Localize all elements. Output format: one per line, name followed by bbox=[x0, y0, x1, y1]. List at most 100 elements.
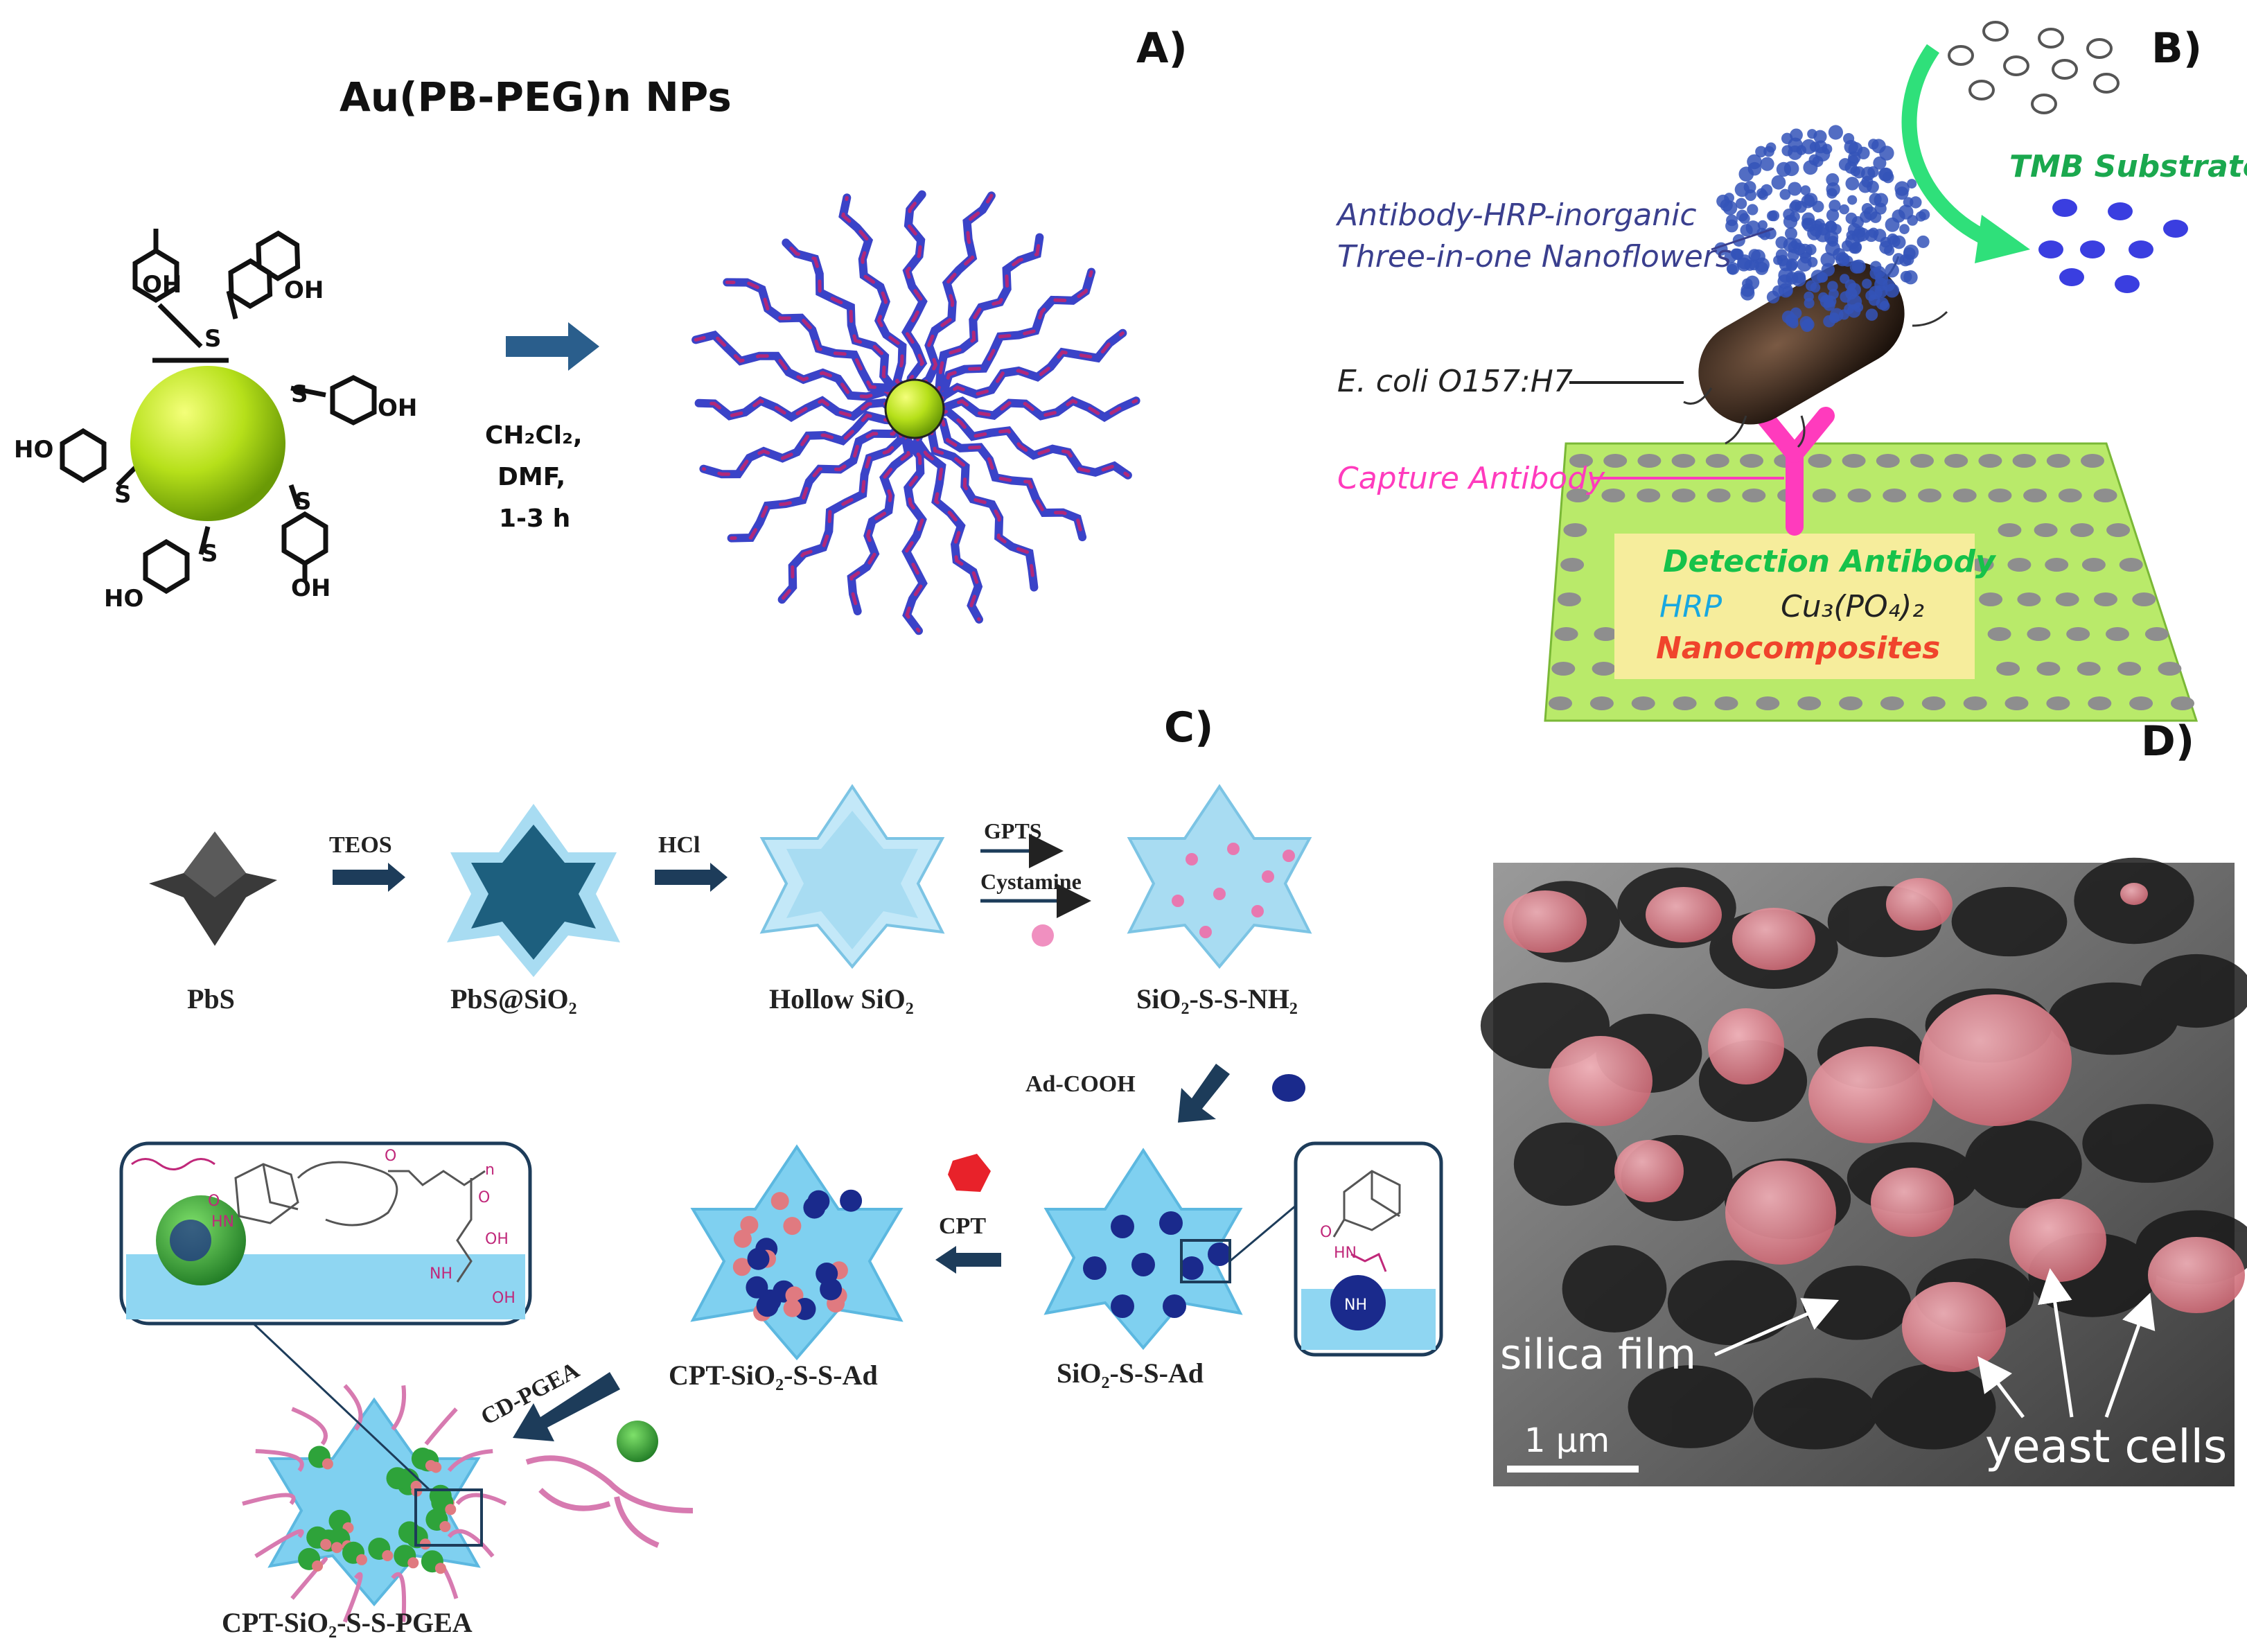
nanoflower-petal bbox=[1792, 270, 1806, 284]
nanoflower-petal bbox=[1787, 249, 1799, 261]
grid-well bbox=[1589, 696, 1614, 710]
grid-well bbox=[1594, 627, 1618, 641]
pgea-chain bbox=[343, 1384, 363, 1431]
grid-well bbox=[1549, 696, 1572, 710]
panel-a: A) Au(PB-PEG)n NPs bbox=[14, 24, 1188, 635]
grid-well bbox=[1603, 454, 1628, 468]
cpt-dot bbox=[733, 1229, 752, 1248]
grid-well bbox=[2007, 558, 2032, 572]
nanoflower-petal bbox=[1771, 175, 1786, 190]
peg-arm-accent bbox=[913, 407, 981, 622]
yeast-cell bbox=[2120, 883, 2148, 905]
nanoflower-petal bbox=[1790, 307, 1802, 319]
nanoflower-petal bbox=[1829, 200, 1841, 212]
nanoflower-petal bbox=[1873, 156, 1887, 170]
grid-well bbox=[1842, 454, 1866, 468]
grid-well bbox=[2171, 696, 2194, 710]
inset-nh-label: NH bbox=[430, 1265, 452, 1283]
nanoflower-petal bbox=[1763, 146, 1774, 157]
pbs-label: PbS bbox=[187, 983, 235, 1014]
grid-well bbox=[1918, 489, 1941, 502]
nanoflower-petal bbox=[1796, 145, 1807, 155]
legend-box bbox=[1614, 534, 1975, 679]
grid-well bbox=[1876, 454, 1900, 468]
nanoflower-petal bbox=[1778, 267, 1794, 283]
nanoflower-petal bbox=[1892, 253, 1905, 265]
nanoflower-petal bbox=[1910, 196, 1922, 209]
grid-well bbox=[2081, 558, 2106, 572]
nanoflower-petal bbox=[1726, 214, 1738, 227]
yeast-cell bbox=[1871, 1168, 1954, 1237]
peg-arm-accent bbox=[913, 236, 1041, 411]
grid-well bbox=[1979, 592, 2003, 606]
grid-well bbox=[1963, 696, 1987, 710]
nanoflower-petal bbox=[1887, 233, 1898, 245]
nanoflower-petal bbox=[1734, 182, 1750, 197]
ligand-oh-label: OH bbox=[378, 394, 417, 422]
grid-well bbox=[1705, 454, 1729, 468]
silica-pore bbox=[1753, 1378, 1878, 1450]
peg-arm-accent bbox=[697, 398, 917, 419]
sio2-nh2-star bbox=[1127, 784, 1312, 969]
silica-film-label: silica film bbox=[1500, 1330, 1696, 1379]
grid-well bbox=[1551, 662, 1576, 676]
cpt-dot bbox=[434, 1563, 446, 1574]
detection-antibody-label: Detection Antibody bbox=[1663, 544, 1997, 579]
nanoflower-petal bbox=[1778, 283, 1793, 298]
nanoflower-petal bbox=[1809, 141, 1820, 152]
nanoflower-petal bbox=[1899, 224, 1910, 234]
nanoflowers-line-1: Antibody-HRP-inorganic bbox=[1335, 197, 1697, 233]
grid-well bbox=[1569, 454, 1593, 468]
sio2-ad-label: SiO₂-S-S-Ad bbox=[1057, 1357, 1204, 1389]
peg-arm-accent bbox=[849, 407, 917, 613]
grid-well bbox=[1566, 489, 1590, 502]
yeast-cell bbox=[1886, 878, 1953, 931]
yeast-cell bbox=[1614, 1140, 1684, 1202]
cystamine-label: Cystamine bbox=[980, 869, 1082, 894]
pbs-sio2-label: PbS@SiO₂ bbox=[450, 983, 577, 1014]
nanoflower-petal bbox=[1757, 220, 1768, 231]
nanoflower-petal bbox=[1788, 318, 1799, 328]
inset-n-label: n bbox=[485, 1161, 495, 1179]
nanoflower-petal bbox=[1865, 229, 1878, 243]
conditions-line-1: CH₂Cl₂, bbox=[485, 421, 583, 450]
conversion-arrow bbox=[1901, 44, 1999, 250]
grid-well bbox=[1921, 696, 1946, 710]
grid-well bbox=[1880, 696, 1904, 710]
grid-well bbox=[2058, 489, 2082, 502]
cystamine-dot bbox=[1032, 924, 1054, 947]
grid-well bbox=[2066, 627, 2090, 641]
pgea-chain bbox=[447, 1529, 495, 1558]
ad-dot bbox=[816, 1263, 838, 1285]
nanoflower-petal bbox=[1754, 257, 1770, 273]
nanoflower-petal bbox=[1826, 182, 1840, 197]
inset-hn-label: HN bbox=[1334, 1245, 1357, 1262]
nanoflower-petal bbox=[1801, 212, 1815, 226]
ad-dots bbox=[1083, 1211, 1231, 1318]
pgea-chain bbox=[447, 1449, 493, 1473]
nanoflower-petal bbox=[1863, 206, 1878, 220]
cpt-dot bbox=[407, 1557, 419, 1569]
ligand-s-label: S bbox=[294, 488, 312, 516]
nanoflower-petal bbox=[1894, 181, 1910, 196]
grid-well bbox=[1740, 454, 1763, 468]
nanoflower-petal bbox=[1760, 157, 1774, 171]
peg-arm-accent bbox=[904, 193, 925, 411]
yeast-cell bbox=[2009, 1199, 2106, 1282]
nanoflower-petal bbox=[1838, 254, 1850, 265]
nanoflower-petal bbox=[1807, 129, 1817, 139]
silica-pore bbox=[1628, 1365, 1754, 1448]
hrp-label: HRP bbox=[1659, 589, 1722, 624]
yeast-cell bbox=[1808, 1046, 1933, 1143]
grid-well bbox=[2012, 454, 2036, 468]
grid-well bbox=[2093, 489, 2117, 502]
panel-c: C) PbS TEOS PbS@SiO₂ HCl Hollow SiO₂ GPT… bbox=[119, 703, 1443, 1638]
grid-well bbox=[1671, 454, 1695, 468]
nanoflower-petal bbox=[1724, 193, 1735, 203]
pgea-chain bbox=[342, 1572, 363, 1623]
yeast-cell bbox=[2148, 1237, 2245, 1313]
grid-well bbox=[2119, 558, 2143, 572]
nanoflower-petal bbox=[1838, 158, 1852, 171]
yeast-cells-annotation: yeast cells bbox=[1977, 1268, 2227, 1473]
nanoflower-petal bbox=[1883, 245, 1895, 256]
